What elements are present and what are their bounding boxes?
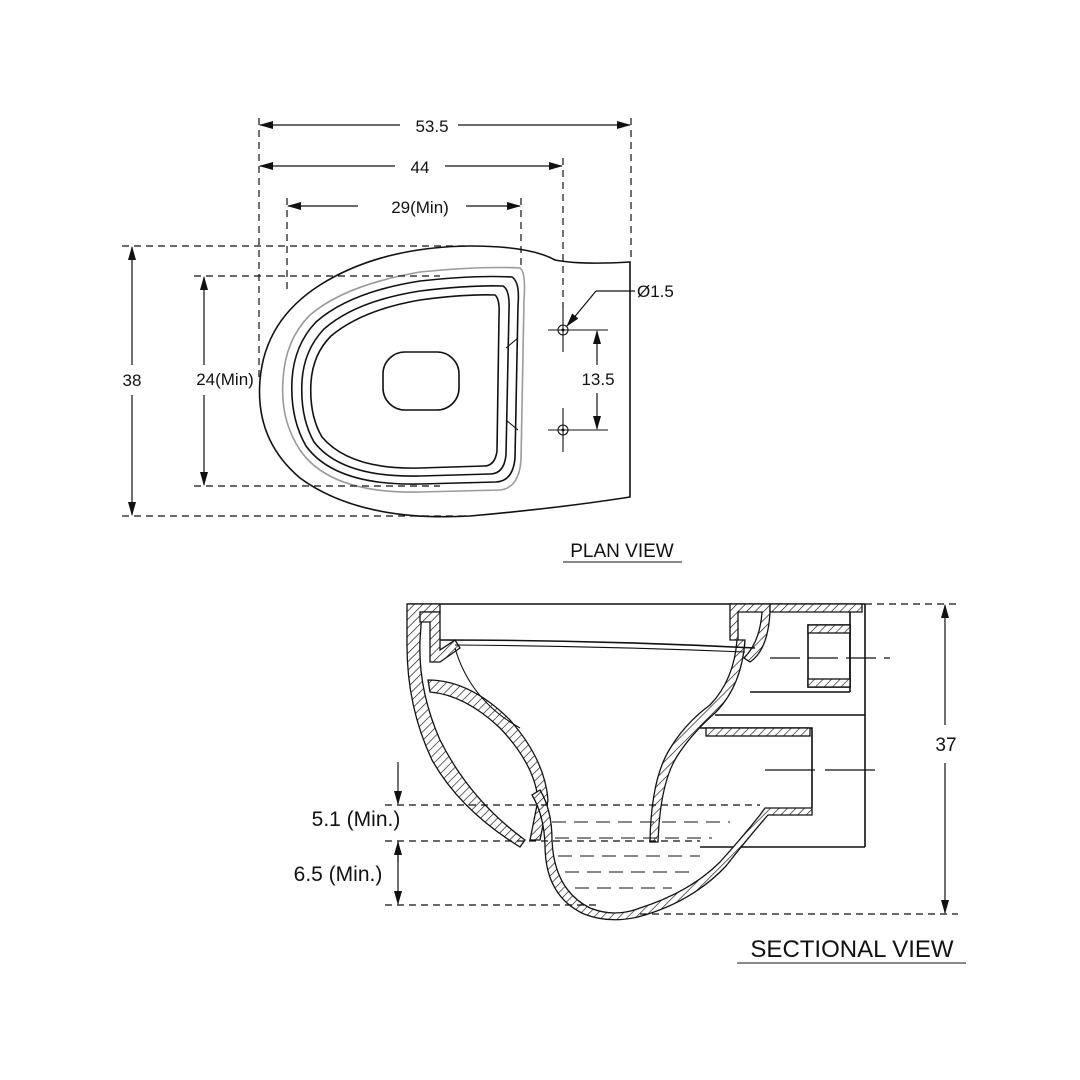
dim-opening-width-label: 24(Min) xyxy=(196,370,254,389)
dim-overall-width-label: 38 xyxy=(123,371,142,390)
dim-hole-diameter-label: Ø1.5 xyxy=(637,282,674,301)
dim-hole-diameter: Ø1.5 xyxy=(566,282,674,327)
section-rim-left xyxy=(419,611,461,663)
dim-trap-seal-label: 5.1 (Min.) xyxy=(312,808,401,831)
section-outer-shell xyxy=(406,603,526,848)
sectional-view: 37 5.1 (Min.) 6.5 (Min.) SECTIONAL VIEW xyxy=(294,603,966,964)
section-trap xyxy=(531,789,813,921)
dim-opening-length-label: 29(Min) xyxy=(391,198,449,217)
section-water xyxy=(552,821,730,889)
seat-tick-top xyxy=(505,337,519,349)
seat-tick-bottom xyxy=(505,419,519,431)
plan-seat-inner xyxy=(300,285,510,477)
dim-hole-spacing: 13.5 xyxy=(581,330,615,430)
mounting-hole-bottom xyxy=(548,408,608,452)
plan-view-title: PLAN VIEW xyxy=(570,541,674,562)
dim-hole-spacing-label: 13.5 xyxy=(581,370,614,389)
dim-water-depth: 6.5 (Min.) xyxy=(294,841,402,905)
dim-overall-length-label: 53.5 xyxy=(415,117,448,136)
section-rim-right xyxy=(729,603,771,663)
dim-opening-width: 24(Min) xyxy=(196,276,254,486)
section-bowl-inner-curve xyxy=(454,647,521,729)
dim-length-label: 44 xyxy=(411,158,430,177)
drain-opening xyxy=(382,351,460,411)
plan-bowl-inner xyxy=(309,294,500,469)
dim-height-label: 37 xyxy=(935,735,956,756)
sectional-view-title: SECTIONAL VIEW xyxy=(750,936,953,963)
plan-view: 53.5 44 29(Min) 38 24(Min) xyxy=(122,117,682,563)
dim-overall-length: 53.5 xyxy=(259,117,631,136)
dim-height: 37 xyxy=(935,604,957,914)
section-bowl-right xyxy=(649,639,746,843)
plan-outer-outline xyxy=(258,245,631,518)
section-outlet-pipe xyxy=(700,727,875,808)
section-inner-chute xyxy=(427,679,549,841)
dim-opening-length: 29(Min) xyxy=(287,198,521,217)
plan-seat-outer-grey xyxy=(281,266,526,493)
dim-water-depth-label: 6.5 (Min.) xyxy=(294,863,383,886)
plan-seat-outer xyxy=(290,275,520,485)
section-bowl-surface-2 xyxy=(454,644,746,653)
mounting-hole-top xyxy=(548,308,608,352)
section-inlet-pipe xyxy=(770,624,890,688)
dim-overall-width: 38 xyxy=(123,246,142,516)
section-rim-right-flange xyxy=(769,603,863,613)
dim-length: 44 xyxy=(259,158,563,177)
section-bowl-surface xyxy=(439,639,756,649)
